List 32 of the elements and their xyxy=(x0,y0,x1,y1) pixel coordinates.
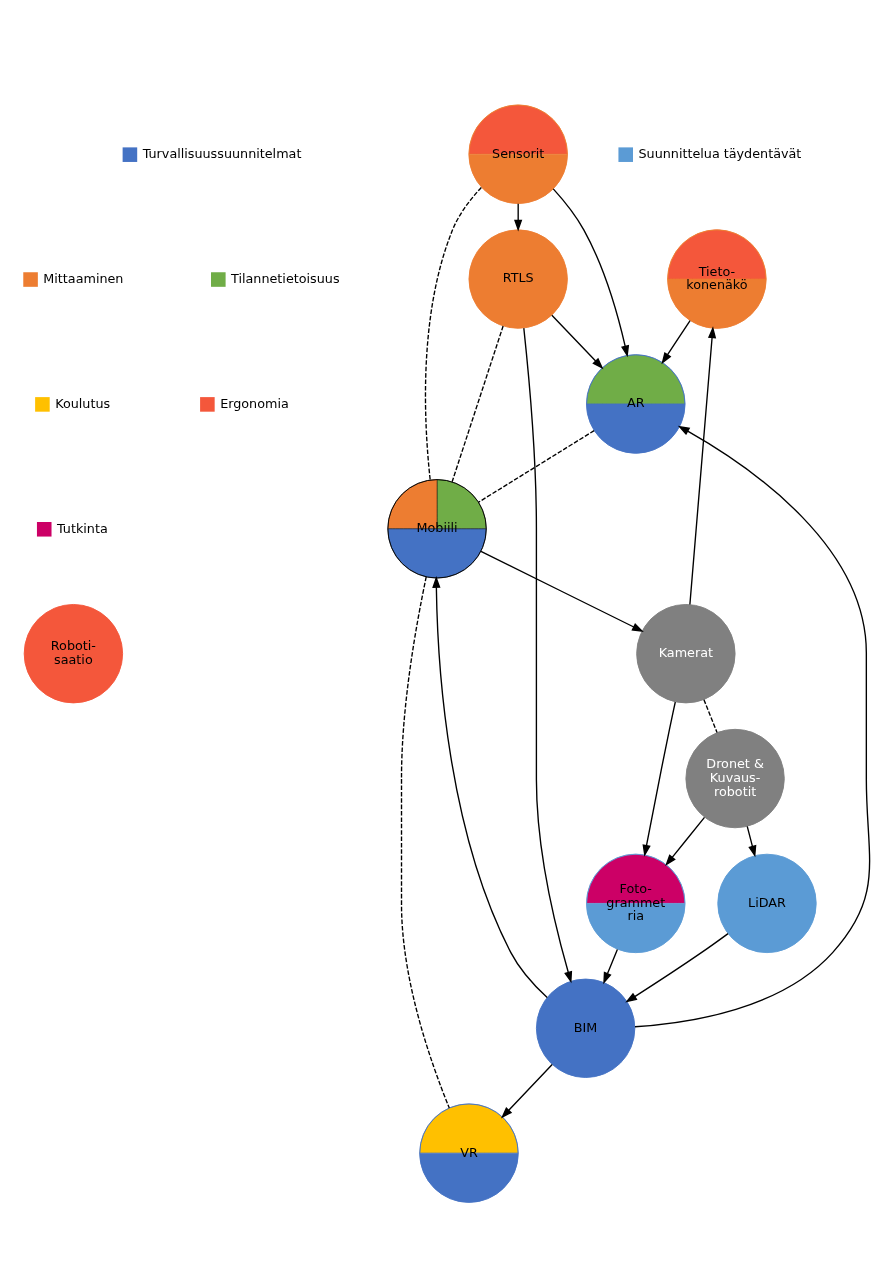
node-circle: LiDAR xyxy=(717,853,817,953)
arrow xyxy=(603,948,619,984)
legend-label: Tilannetietoisuus xyxy=(231,270,340,286)
arrow xyxy=(552,187,630,357)
legend-label: Suunnittelua täydentävät xyxy=(638,145,802,161)
arrow xyxy=(432,575,548,998)
connector xyxy=(424,186,482,481)
connector xyxy=(451,324,504,482)
node-circle: Roboti- saatio xyxy=(23,603,124,703)
legend-label: Turvallisuussuunnitelmat xyxy=(142,145,302,161)
arrow xyxy=(625,932,729,1003)
legend-label: Mittaaminen xyxy=(43,270,124,286)
connector xyxy=(400,575,450,1109)
arrow xyxy=(665,816,706,866)
arrow xyxy=(480,550,644,632)
legend-label: Tutkinta xyxy=(56,520,108,536)
arrow xyxy=(523,326,573,983)
arrow xyxy=(551,314,604,369)
arrow xyxy=(661,319,691,364)
connector xyxy=(477,429,595,503)
connector xyxy=(703,698,718,733)
node-circle: RTLS xyxy=(468,228,568,329)
legend-label: Ergonomia xyxy=(220,395,289,411)
arrow xyxy=(500,1063,553,1118)
arrow xyxy=(634,425,871,1027)
node-circle: Kamerat xyxy=(636,603,736,703)
arrow xyxy=(642,700,676,857)
arrow xyxy=(746,825,757,857)
legend-label: Koulutus xyxy=(55,395,111,411)
arrow xyxy=(689,325,717,605)
node-circle: Dronet & Kuvaus- robotit xyxy=(685,728,785,828)
arrow xyxy=(514,202,523,232)
